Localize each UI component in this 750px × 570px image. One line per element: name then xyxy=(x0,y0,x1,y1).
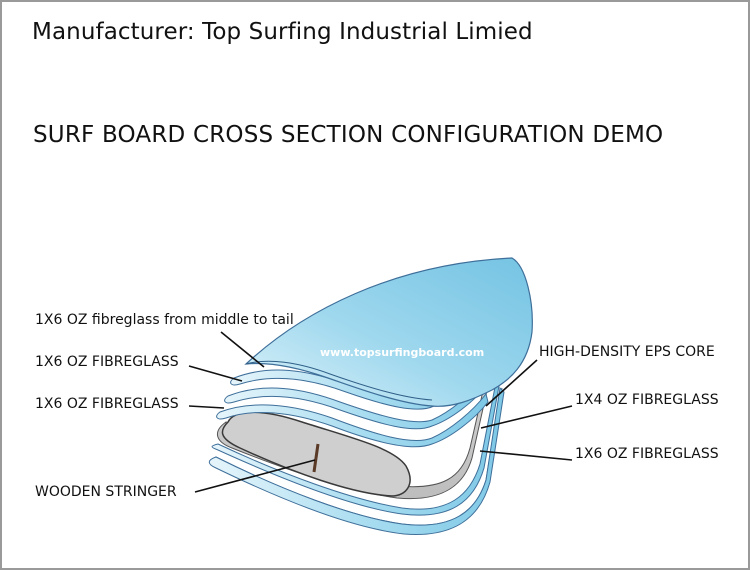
upper-fibreglass-layer-2 xyxy=(224,374,489,430)
upper-fibreglass-layer-3 xyxy=(216,392,489,448)
watermark-url: www.topsurfingboard.com xyxy=(320,346,484,359)
bottom-layer-tail xyxy=(208,386,505,536)
label-fibreglass-left-2: 1X6 OZ FIBREGLASS xyxy=(35,396,179,412)
leader-line-1x6-right xyxy=(479,450,573,461)
label-fibreglass-middle-to-tail: 1X6 OZ fibreglass from middle to tail xyxy=(35,312,294,328)
inner-fibreglass-layer xyxy=(211,380,500,516)
label-fibreglass-1x6-right: 1X6 OZ FIBREGLASS xyxy=(575,446,719,462)
leader-line-stringer xyxy=(194,459,316,493)
wooden-stringer xyxy=(312,443,320,473)
leader-line-fibreglass-2 xyxy=(188,405,225,409)
deck-edge-highlight xyxy=(245,360,433,401)
leader-line-1x4 xyxy=(480,405,573,429)
leader-line-eps-core xyxy=(485,359,538,407)
leader-lines xyxy=(188,331,573,493)
label-eps-core: HIGH-DENSITY EPS CORE xyxy=(539,344,715,360)
diagram-title: SURF BOARD CROSS SECTION CONFIGURATION D… xyxy=(33,122,664,148)
manufacturer-text: Manufacturer: Top Surfing Industrial Lim… xyxy=(32,19,533,45)
label-wooden-stringer: WOODEN STRINGER xyxy=(35,484,177,500)
leader-line-fibreglass-1 xyxy=(188,365,243,382)
label-fibreglass-1x4: 1X4 OZ FIBREGLASS xyxy=(575,392,719,408)
label-fibreglass-left-1: 1X6 OZ FIBREGLASS xyxy=(35,354,179,370)
leader-line-deck xyxy=(220,331,265,368)
deck-fibreglass-layer xyxy=(244,257,533,407)
